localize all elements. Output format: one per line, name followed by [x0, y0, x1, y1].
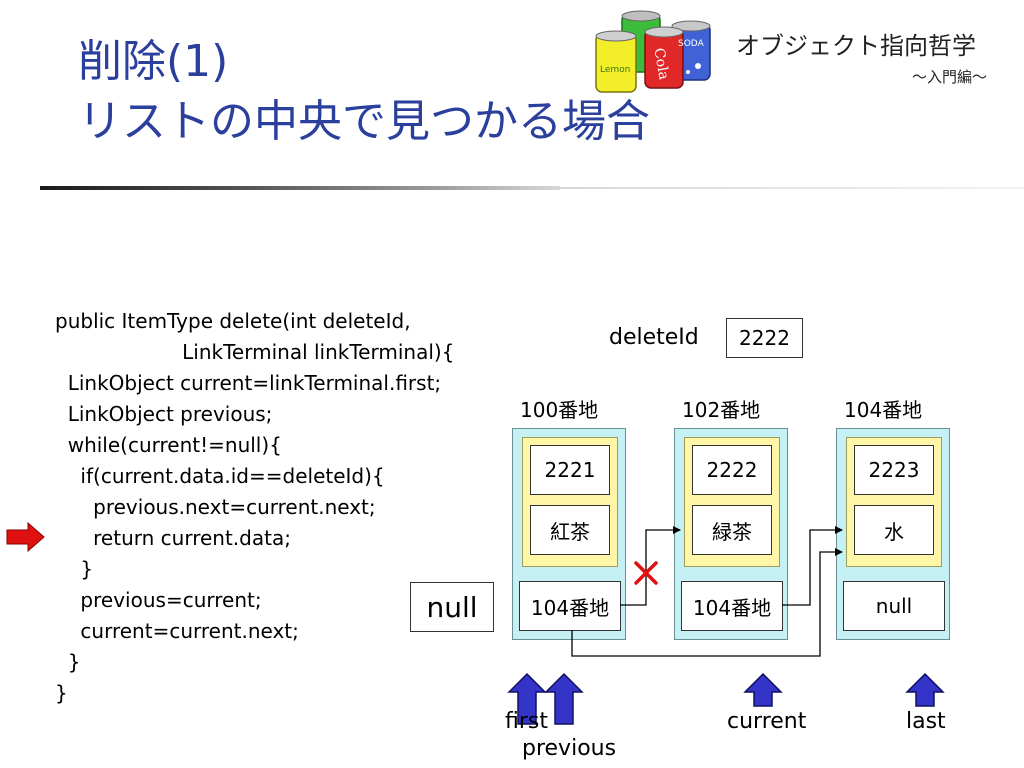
logo-cola-text: Cola [650, 47, 671, 81]
code-line: if(current.data.id==deleteId){ [55, 464, 385, 488]
null-box: null [410, 582, 494, 632]
previous-label: previous [522, 736, 617, 761]
link-arrow [782, 526, 843, 606]
brand-subtitle: ～入門編～ [912, 68, 988, 86]
node-id: 2221 [530, 445, 610, 495]
code-line: LinkObject previous; [55, 402, 273, 426]
code-line: current=current.next; [55, 619, 299, 643]
last-pointer-arrow-icon [905, 672, 945, 707]
delete-id-value: 2222 [726, 318, 803, 358]
logo-soda-text: SODA [678, 39, 705, 49]
list-node-100: 2221 紅茶 104番地 [512, 428, 626, 640]
node-next: 104番地 [519, 581, 621, 631]
node-3-address: 104番地 [844, 398, 923, 422]
first-label: first [505, 709, 548, 734]
brand-name: オブジェクト指向哲学 [736, 32, 976, 60]
link-arrow [620, 526, 681, 606]
previous-pointer-arrow-icon [544, 672, 584, 725]
title-underline-light [560, 187, 1024, 189]
code-line: previous.next=current.next; [55, 495, 376, 519]
code-line: } [55, 681, 68, 705]
node-next: null [843, 581, 945, 631]
node-1-address: 100番地 [520, 398, 599, 422]
current-pointer-arrow-icon [743, 672, 783, 707]
node-next: 104番地 [681, 581, 783, 631]
node-data: 紅茶 [530, 505, 610, 555]
current-label: current [727, 709, 807, 734]
node-id: 2222 [692, 445, 772, 495]
code-line: LinkTerminal linkTerminal){ [55, 340, 455, 364]
code-line: while(current!=null){ [55, 433, 282, 457]
title-line-2: リストの中央で見つかる場合 [78, 96, 650, 147]
code-line-current: return current.data; [55, 526, 291, 550]
list-node-104: 2223 水 null [836, 428, 950, 640]
node-data: 緑茶 [692, 505, 772, 555]
slide-title: 削除(1) リストの中央で見つかる場合 [78, 32, 650, 152]
code-block: public ItemType delete(int deleteId, Lin… [55, 306, 454, 709]
node-id: 2223 [854, 445, 934, 495]
code-line: } [55, 557, 94, 581]
node-data: 水 [854, 505, 934, 555]
title-line-1: 削除(1) [78, 36, 229, 87]
last-label: last [906, 709, 946, 734]
code-line: } [55, 650, 81, 674]
code-line: previous=current; [55, 588, 262, 612]
delete-id-label: deleteId [609, 325, 699, 350]
code-line: LinkObject current=linkTerminal.first; [55, 371, 442, 395]
list-node-102: 2222 緑茶 104番地 [674, 428, 788, 640]
node-2-address: 102番地 [682, 398, 761, 422]
title-underline [40, 186, 560, 190]
cut-cross-icon [634, 561, 658, 585]
execution-arrow-icon [6, 522, 45, 552]
code-line: public ItemType delete(int deleteId, [55, 309, 411, 333]
